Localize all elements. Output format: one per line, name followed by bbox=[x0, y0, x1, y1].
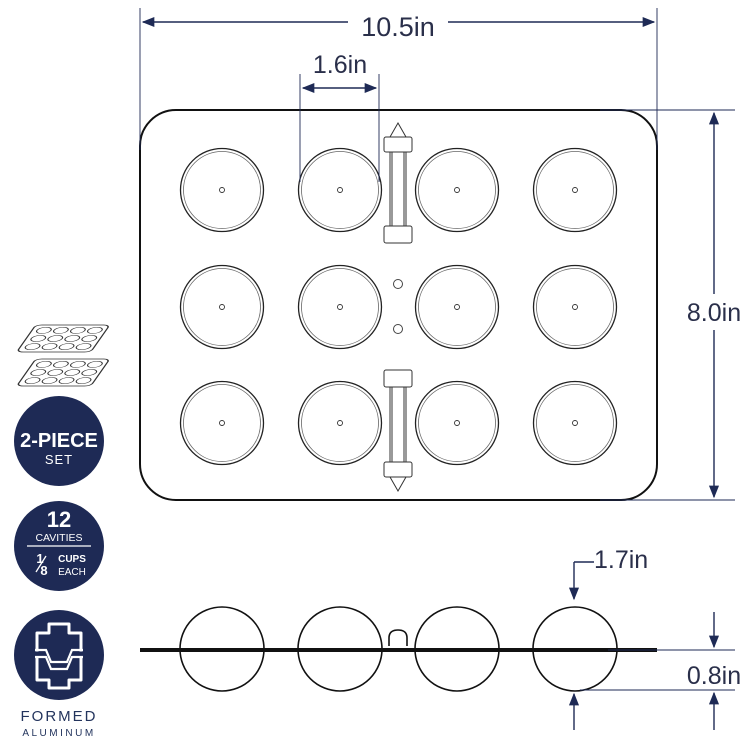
icon-cavity bbox=[58, 377, 75, 384]
material-line-2: ALUMINUM bbox=[22, 728, 95, 739]
icon-cavity bbox=[64, 335, 81, 342]
pan-outline bbox=[139, 109, 658, 501]
cavity bbox=[297, 264, 383, 350]
alignment-hole bbox=[393, 324, 403, 334]
upper-clip-icon bbox=[383, 121, 413, 244]
set-badge-subtitle: SET bbox=[45, 452, 73, 467]
cavity-top-label: 1.7in bbox=[594, 546, 648, 574]
icon-cavity bbox=[47, 335, 64, 342]
cavities-label: CAVITIES bbox=[35, 532, 82, 544]
icon-cavity bbox=[41, 377, 58, 384]
cavity-diameter-label: 1.6in bbox=[313, 51, 367, 79]
width-dimension: 10.5in bbox=[139, 8, 658, 150]
icon-cavity bbox=[81, 369, 98, 376]
side-clip-icon bbox=[388, 629, 408, 646]
width-label: 10.5in bbox=[361, 12, 435, 42]
cavity bbox=[532, 147, 618, 233]
icon-cavity bbox=[53, 327, 69, 334]
cavity bbox=[179, 264, 265, 350]
depth-dimension: 0.8in bbox=[568, 612, 741, 730]
icon-cavity bbox=[30, 335, 47, 342]
cavity bbox=[532, 264, 618, 350]
cavity bbox=[179, 380, 265, 466]
cavity bbox=[297, 147, 383, 233]
cavity-diameter-dimension: 1.6in bbox=[299, 51, 380, 182]
fraction-numerator: 1 bbox=[36, 551, 43, 566]
each-label: EACH bbox=[58, 567, 86, 578]
cavity bbox=[414, 264, 500, 350]
cavity bbox=[414, 147, 500, 233]
icon-cavity bbox=[24, 343, 41, 350]
cups-label: CUPS bbox=[58, 554, 86, 565]
icon-cavity bbox=[87, 361, 103, 368]
material-line-1: FORMED bbox=[21, 708, 98, 725]
cavity bbox=[532, 380, 618, 466]
formed-aluminum-badge bbox=[14, 610, 104, 700]
pan-side-view bbox=[140, 606, 657, 692]
depth-label: 0.8in bbox=[687, 662, 741, 690]
icon-cavity bbox=[75, 377, 92, 384]
icon-cavity bbox=[53, 361, 69, 368]
icon-cavity bbox=[24, 377, 41, 384]
height-dimension: 8.0in bbox=[600, 109, 750, 501]
stacked-pans-icon bbox=[17, 324, 109, 387]
icon-cavity bbox=[87, 327, 103, 334]
icon-cavity bbox=[58, 343, 75, 350]
fraction-denominator: 8 bbox=[40, 563, 47, 578]
cavity bbox=[414, 380, 500, 466]
cavity-top-dimension: 1.7in bbox=[568, 546, 648, 601]
icon-cavity bbox=[30, 369, 47, 376]
icon-cavity bbox=[70, 361, 86, 368]
icon-cavity bbox=[41, 343, 58, 350]
lower-clip-icon bbox=[383, 369, 413, 493]
icon-cavity bbox=[81, 335, 98, 342]
icon-cavity bbox=[36, 361, 52, 368]
two-piece-set-badge: 2-PIECE SET bbox=[14, 396, 104, 486]
alignment-hole bbox=[393, 279, 403, 289]
height-label: 8.0in bbox=[687, 299, 741, 327]
cavities-badge: 12 CAVITIES 1 8 CUPS EACH bbox=[14, 501, 104, 591]
set-badge-title: 2-PIECE bbox=[20, 430, 98, 452]
icon-cavity bbox=[75, 343, 92, 350]
cavities-count: 12 bbox=[47, 507, 71, 532]
icon-cavity bbox=[70, 327, 86, 334]
icon-cavity bbox=[36, 327, 52, 334]
icon-cavity bbox=[47, 369, 64, 376]
cavity-grid bbox=[179, 147, 618, 466]
icon-cavity bbox=[64, 369, 81, 376]
cavity bbox=[297, 380, 383, 466]
cavity bbox=[179, 147, 265, 233]
formed-aluminum-icon bbox=[35, 622, 83, 690]
pan-top-view bbox=[139, 109, 658, 501]
